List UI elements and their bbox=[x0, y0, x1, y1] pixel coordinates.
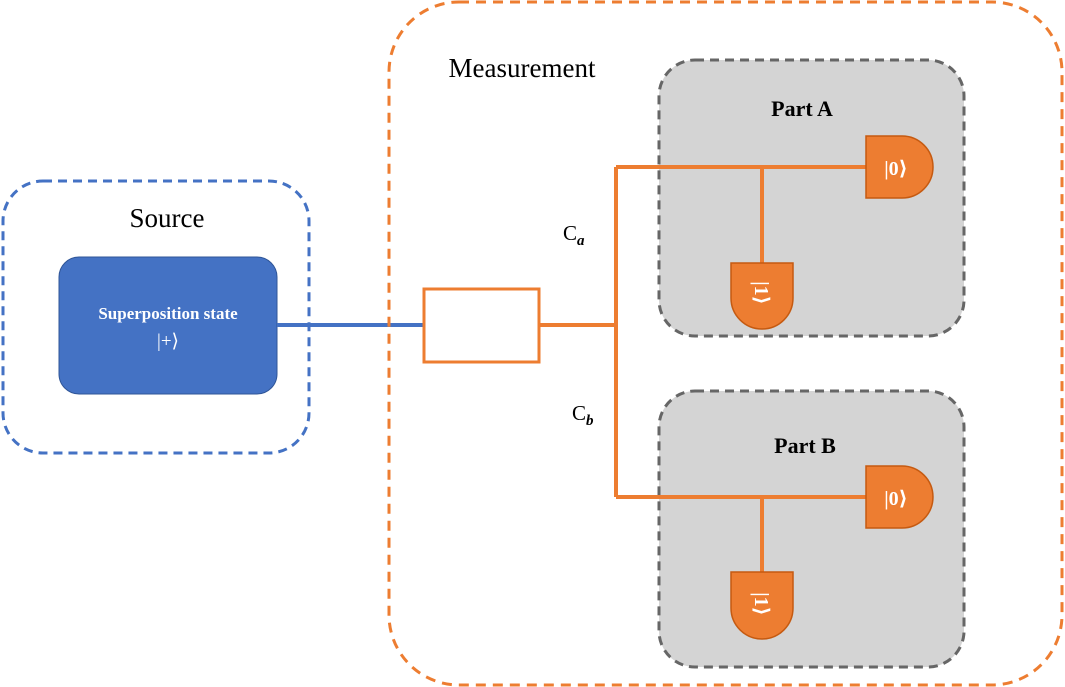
part-a-detector-bottom bbox=[730, 262, 794, 330]
superposition-state-box bbox=[58, 256, 278, 395]
part-b-detector-bottom bbox=[730, 571, 794, 640]
measurement-label: Measurement bbox=[449, 53, 596, 83]
superposition-state-title: Superposition state bbox=[98, 304, 238, 323]
part-a-label: Part A bbox=[771, 96, 833, 121]
channel-a-label: Ca bbox=[563, 221, 585, 249]
part-a-detector-bottom-label: |1⟩ bbox=[750, 281, 772, 305]
source-label: Source bbox=[130, 203, 205, 233]
part-a-detector-right bbox=[865, 135, 934, 199]
channel-b-label: Cb bbox=[572, 401, 594, 429]
channel-a-base: C bbox=[563, 221, 577, 245]
part-b-detector-bottom-label: |1⟩ bbox=[750, 592, 772, 616]
part-b-detector-right bbox=[865, 465, 934, 529]
beam-splitter-box bbox=[422, 287, 541, 364]
source-region bbox=[1, 179, 311, 455]
channel-a-subscript: a bbox=[577, 233, 585, 249]
part-b-label: Part B bbox=[774, 433, 836, 458]
channel-b-subscript: b bbox=[586, 413, 594, 429]
measurement-wires bbox=[539, 165, 866, 572]
part-b-detector-right-label: |0⟩ bbox=[884, 488, 908, 510]
channel-b-base: C bbox=[572, 401, 586, 425]
superposition-state-ket: |+⟩ bbox=[157, 331, 179, 352]
part-a-detector-right-label: |0⟩ bbox=[884, 158, 908, 180]
